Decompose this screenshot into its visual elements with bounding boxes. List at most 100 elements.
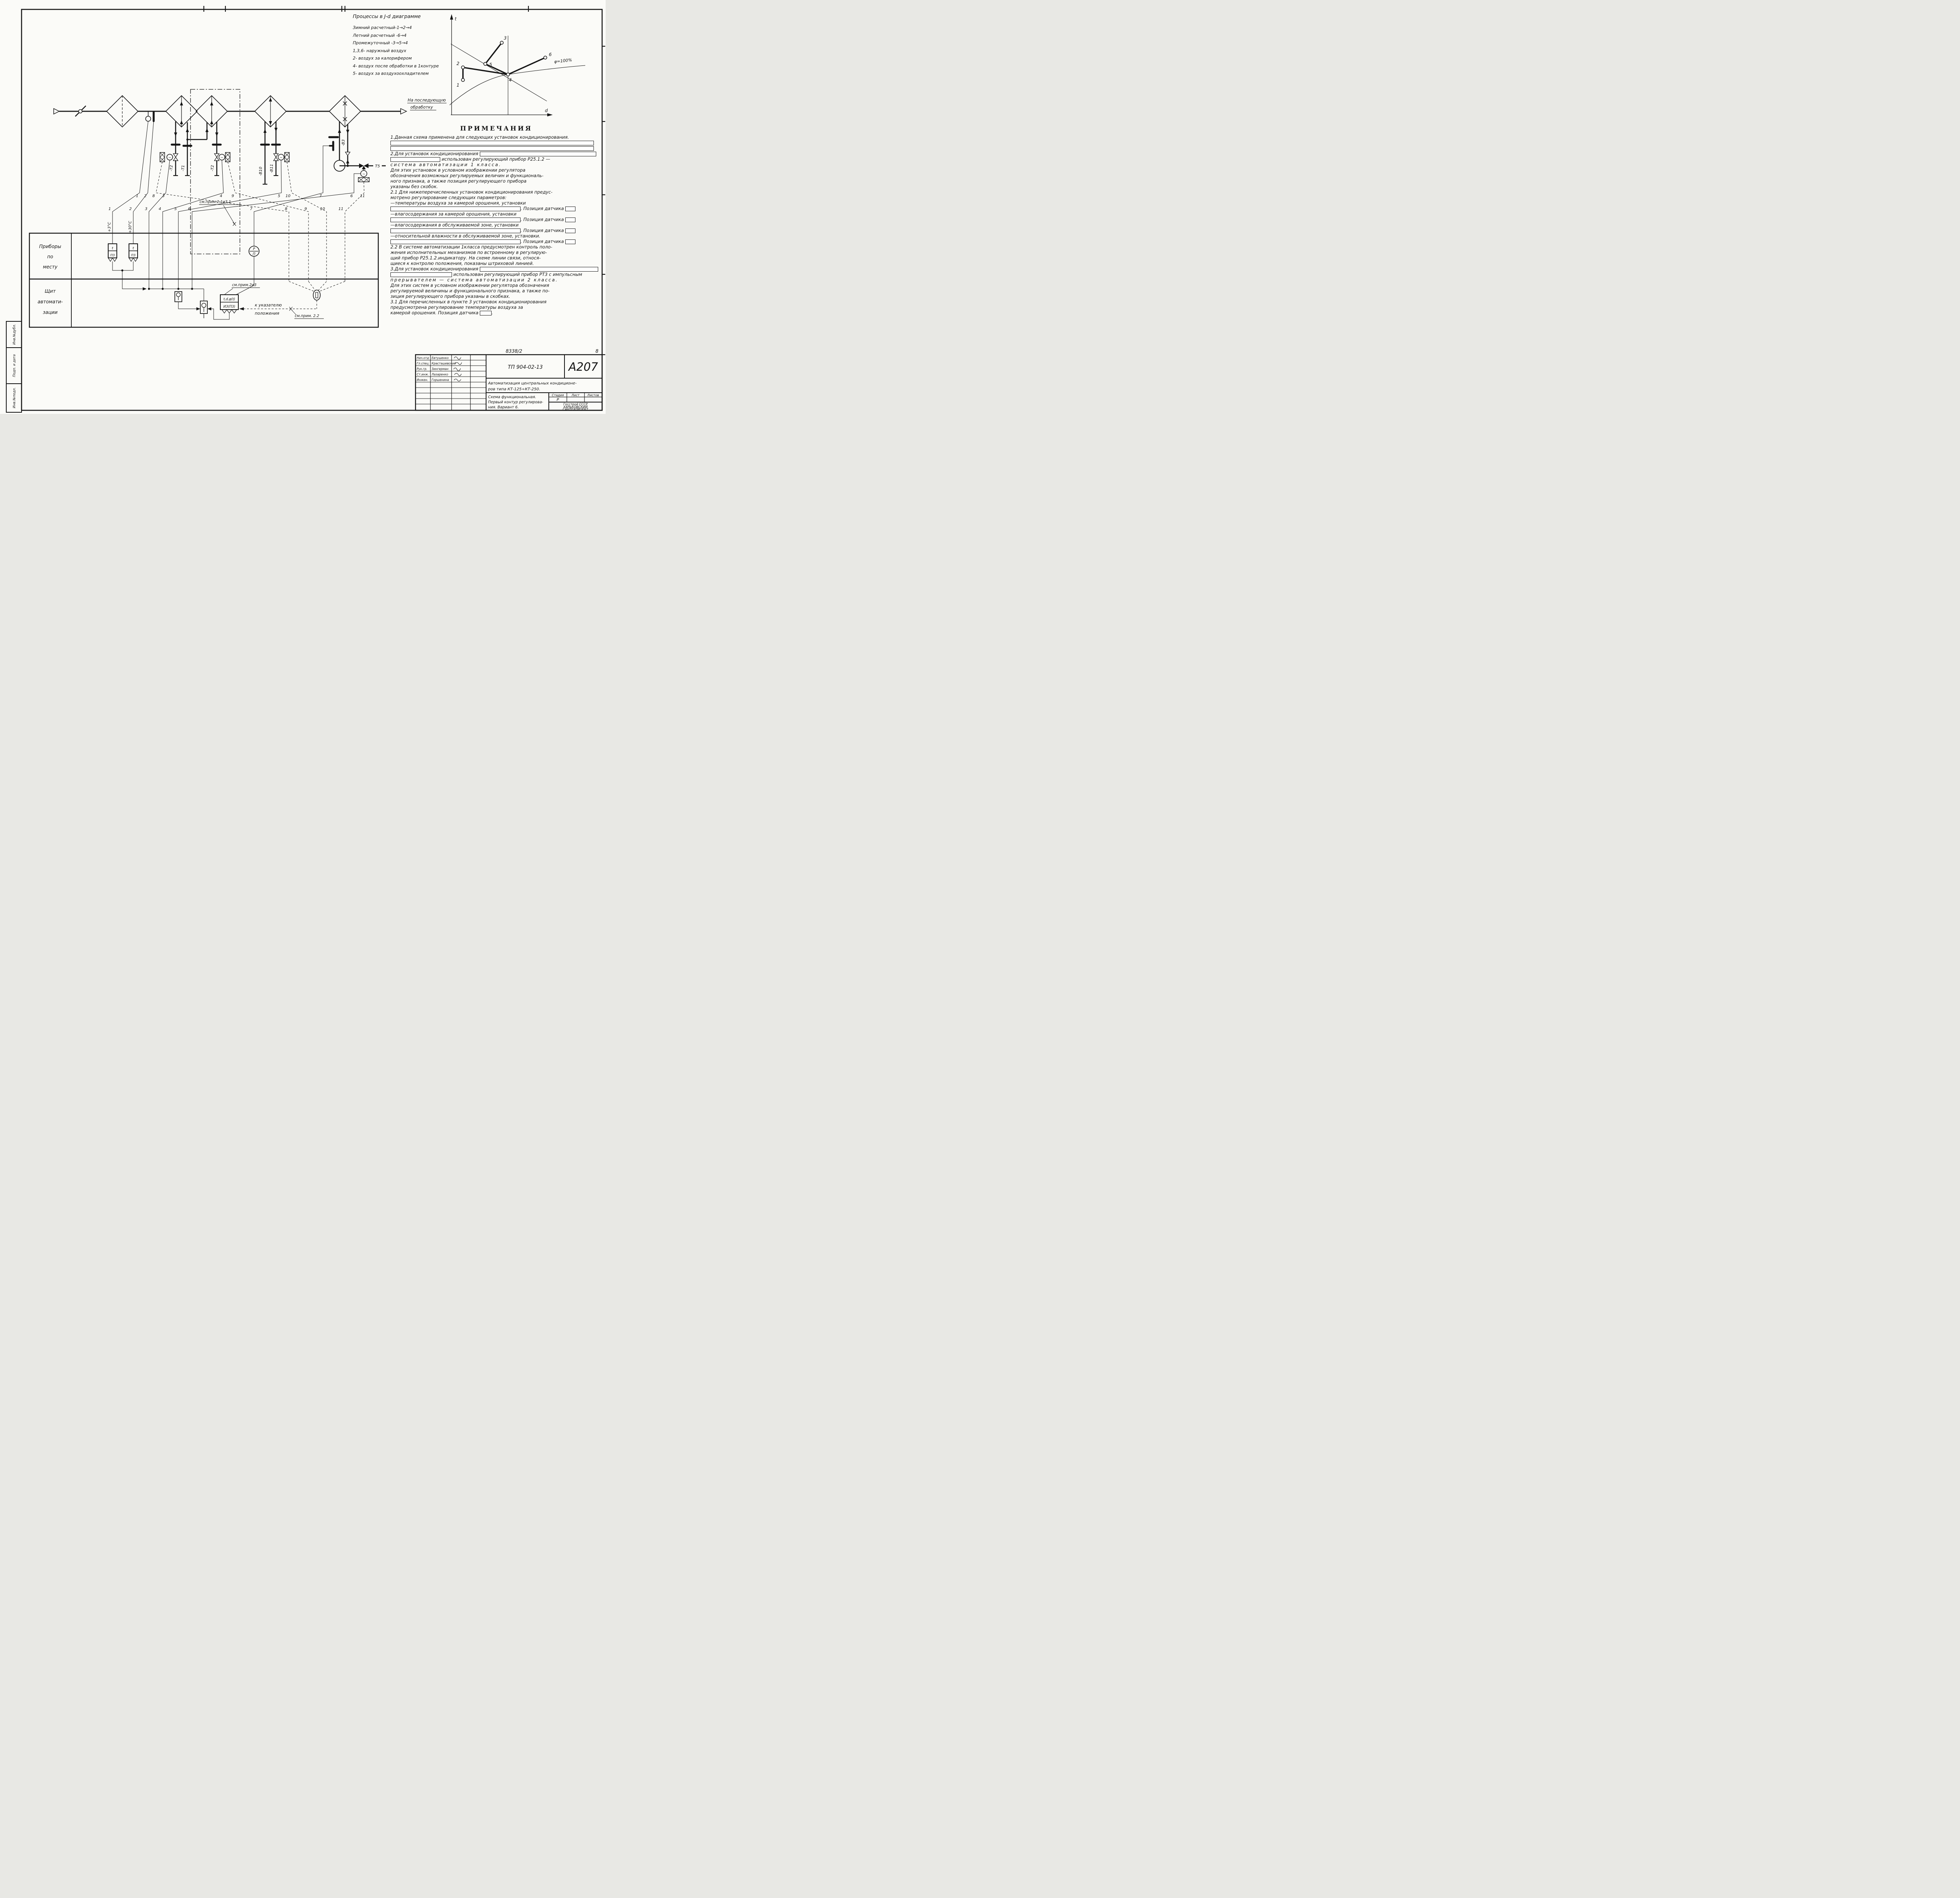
note-text: камерой орошения. Позиция датчика [390,310,480,315]
svg-text:+30°С: +30°С [128,221,132,233]
table-row-labels: Приборы по месту Щит автомати- зации [38,244,63,315]
stamp-labels: Инв.№дубл. Подп. и дата Инв.№подл. [13,324,16,408]
album-code: А207 [568,360,598,373]
svg-text:t: t [112,247,113,250]
placeholder-box [565,207,576,211]
temp-sensor-device-2: t ПЗ [129,243,138,262]
project-code: ТП 904-02-13 [508,364,543,370]
svg-text:Щит: Щит [45,288,56,294]
note-text: 2.1 Для нижеперечисленных установок конд… [390,190,553,195]
svg-text:+3°С: +3°С [107,222,112,232]
svg-text:9: 9 [305,207,307,211]
svg-text:5: 5 [489,62,492,67]
note-text: щиеся к контролю положения, показаны штр… [390,261,534,266]
damper [75,105,86,117]
svg-text:1: 1 [136,194,138,198]
svg-text:4: 4 [220,194,222,198]
svg-text:Лист: Лист [571,393,580,397]
svg-text:Рук.гр.: Рук.гр. [417,367,427,371]
fold-marks [203,6,605,355]
svg-text:8: 8 [152,194,155,198]
svg-text:2: 2 [129,207,132,211]
svg-text:-Т2: -Т2 [211,165,215,171]
placeholder-box [479,152,596,156]
note-line: указаны без скобок. [390,184,604,190]
legend-line: 4- воздух после обработки в 1контуре [353,63,439,69]
jd-chart [449,14,586,116]
outlet-note: На последующую обработку [407,98,446,111]
svg-text:Стадия: Стадия [552,393,564,397]
svg-text:ния. Вариант 6.: ния. Вариант 6. [488,405,519,410]
note-line: 1.Данная схема применена для следующих у… [390,135,604,140]
duct-sensors [145,111,155,122]
panel-devices: t,d,φ(t) ИЗ(ПЗ) [148,138,349,320]
svg-text:-В11: -В11 [270,164,274,173]
svg-text:7: 7 [319,194,322,198]
placeholder-box [565,239,576,244]
note-line: —температуры воздуха за камерой орошения… [390,201,604,206]
position-indicator [313,290,321,301]
svg-text:ПЗ: ПЗ [110,254,114,257]
svg-text:ров типа КТ-125÷КТ-250.: ров типа КТ-125÷КТ-250. [488,387,540,392]
notes-title: ПРИМЕЧАНИЯ [460,125,533,132]
note-text: . Позиция датчика [521,228,566,233]
note-line: 3.Для установок кондиционирования [390,266,604,272]
svg-text:t,d,φ(t): t,d,φ(t) [223,297,235,301]
svg-text:Листов: Листов [587,393,599,397]
svg-text:к указателю: к указателю [255,303,282,308]
note-line: предусмотрена регулирование температуры … [390,305,604,310]
actuator-spray: ~ [278,152,290,162]
heater1-unit [165,95,198,128]
schematic-drawing: Инв.№дубл. Подп. и дата Инв.№подл. t d φ… [6,6,605,413]
svg-text:-Т2: -Т2 [169,165,174,171]
note-line: . Позиция датчика [390,206,604,212]
instrument-table [29,232,379,328]
svg-text:САНТЕХПРОЕКТ: САНТЕХПРОЕКТ [563,408,588,411]
note-line [390,146,604,151]
placeholder-box [390,157,440,162]
svg-text:-В10: -В10 [259,167,263,176]
control-contour-box [190,89,240,254]
t-axis-label: t [455,16,457,22]
actuator-t5: ~ [358,170,370,182]
local-devices: t ПЗ t ПЗ Р П [108,243,260,290]
actuator-heater2: ~ [218,152,230,162]
svg-text:Зингерман: Зингерман [432,367,448,371]
svg-text:зации: зации [43,310,58,315]
note-line: мотрено регулирование следующих параметр… [390,195,604,201]
svg-text:-В3: -В3 [341,140,346,146]
piping [171,121,386,185]
heater2-unit [195,95,228,128]
jd-legend: Процессы в J-d диаграмме Зимний расчетны… [353,13,459,78]
svg-text:~: ~ [168,156,171,160]
svg-text:1: 1 [109,207,111,211]
svg-text:Ст.инж.: Ст.инж. [417,373,429,376]
note-line: . Позиция датчика [390,239,604,245]
placeholder-box [390,228,521,233]
note-line: Для этих установок в условном изображени… [390,168,604,173]
note-line: использован регулирующий прибор Р25.1.2 … [390,157,604,162]
placeholder-box [390,207,521,211]
position-signal-lines [241,281,345,309]
svg-text:обработку: обработку [410,105,433,110]
placeholder-box [390,272,452,277]
svg-text:П: П [253,252,256,256]
air-cooler-unit [328,95,361,128]
note-text: . [492,310,493,315]
title-block [415,354,603,411]
note-line: 3.1 Для перечисленных в пункте 3 установ… [390,299,604,305]
actuator-heater1: ~ [160,152,173,162]
svg-text:На последующую: На последующую [408,98,446,103]
note-line: . Позиция датчика [390,228,604,234]
note-text: —температуры воздуха за камерой орошения… [390,201,526,206]
note-line: зиция регулирующего прибора указаны в ск… [390,294,604,299]
svg-text:2: 2 [457,61,459,66]
svg-text:9: 9 [232,194,234,198]
note-line [390,140,604,146]
svg-text:Инжен.: Инжен. [417,378,428,382]
stamp-cell-label: Инв.№подл. [13,387,16,408]
placeholder-box [565,218,576,222]
phi-label: φ=100% [554,58,572,64]
placeholder-box [390,146,594,151]
note-line: обозначения возможных регулируемых велич… [390,173,604,179]
